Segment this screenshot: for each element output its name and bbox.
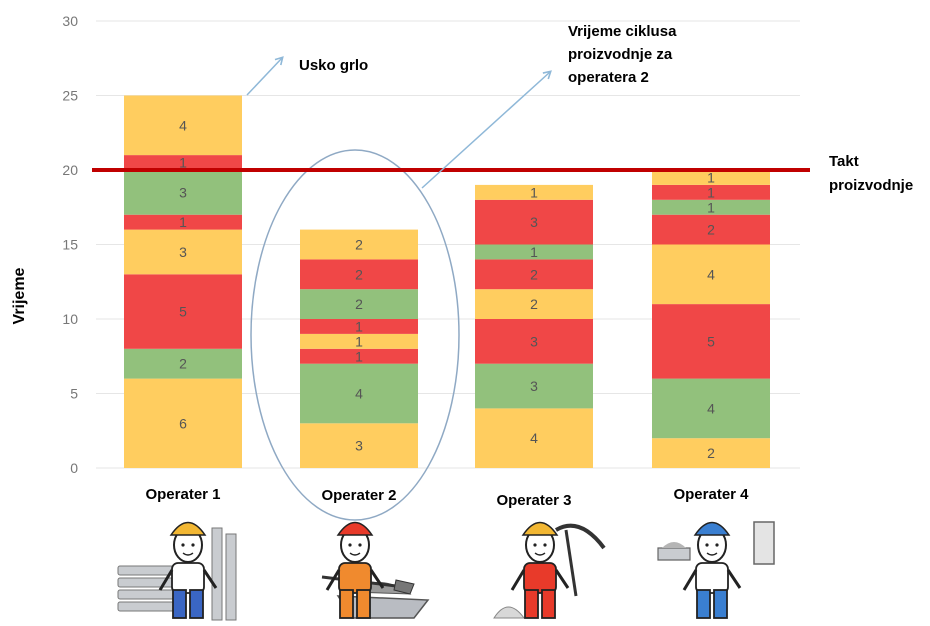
bar-segment — [652, 214, 770, 245]
bar-segment — [300, 333, 418, 349]
segment-value-label: 3 — [530, 214, 538, 230]
bar-segment — [300, 289, 418, 319]
segment-value-label: 1 — [707, 169, 715, 185]
segment-value-label: 3 — [179, 184, 187, 200]
y-axis-label: Vrijeme — [11, 267, 28, 324]
bar-segment — [475, 199, 593, 245]
operator-2-highlight — [250, 149, 460, 521]
segment-value-label: 1 — [355, 318, 363, 334]
cycle-time-label: operatera 2 — [568, 69, 649, 86]
bar-segment — [300, 423, 418, 468]
segment-value-label: 6 — [179, 415, 187, 431]
annotations: Usko grlo Vrijeme ciklusa proizvodnje za op… — [246, 23, 677, 189]
segment-value-label: 2 — [355, 296, 363, 312]
category-label: Operater 4 — [673, 486, 749, 503]
y-tick-label: 30 — [62, 13, 78, 29]
bar-segment — [475, 184, 593, 200]
worker-plastering-icon — [657, 521, 775, 619]
segment-value-label: 2 — [355, 266, 363, 282]
category-label: Operater 2 — [321, 487, 396, 504]
segment-value-label: 2 — [355, 237, 363, 253]
segment-value-label: 1 — [179, 214, 187, 230]
bar-segment — [124, 274, 242, 349]
segment-value-label: 4 — [530, 430, 538, 446]
segment-value-label: 2 — [179, 356, 187, 372]
segment-value-label: 5 — [707, 333, 715, 349]
segment-value-label: 1 — [179, 155, 187, 171]
bar-segment — [652, 378, 770, 439]
worker-steel-beams-icon — [117, 521, 237, 621]
bar-segment — [475, 319, 593, 364]
cycle-time-arrow — [421, 70, 552, 189]
segment-value-label: 2 — [707, 222, 715, 238]
bar-segment — [124, 378, 242, 468]
segment-value-label: 1 — [530, 244, 538, 260]
segment-value-label: 4 — [707, 400, 715, 416]
bar-segment — [475, 363, 593, 409]
x-axis-categories: Operater 1 Operater 2 Operater 3 Operater 4 — [145, 486, 749, 509]
takt-time: Takt proizvodnje — [92, 153, 913, 194]
bar-segment — [300, 319, 418, 334]
segment-value-label: 5 — [179, 304, 187, 320]
bottleneck-label: Usko grlo — [299, 57, 368, 74]
bar-segment — [124, 170, 242, 215]
bar-segment — [475, 244, 593, 260]
takt-label: Takt — [829, 153, 859, 170]
segment-value-label: 1 — [530, 184, 538, 200]
y-axis: 0 5 10 15 20 25 30 — [62, 13, 78, 476]
bar-segment — [652, 244, 770, 305]
takt-label: proizvodnje — [829, 177, 913, 194]
bar-segment — [124, 95, 242, 156]
y-tick-label: 20 — [62, 162, 78, 178]
bar-segment — [475, 259, 593, 290]
bar-segment — [652, 199, 770, 215]
bar-segment — [124, 348, 242, 379]
segment-value-label: 4 — [355, 386, 363, 402]
highlight-ellipse — [250, 149, 460, 521]
bar-segment — [652, 170, 770, 185]
bar-segment — [652, 438, 770, 468]
category-label: Operater 1 — [145, 486, 220, 503]
segment-value-label: 4 — [179, 117, 187, 133]
segment-value-label: 3 — [179, 244, 187, 260]
y-tick-label: 25 — [62, 88, 78, 104]
segment-value-label: 1 — [355, 348, 363, 364]
segment-value-label: 3 — [530, 378, 538, 394]
segment-value-label: 1 — [707, 199, 715, 215]
bar-segment — [300, 259, 418, 290]
y-tick-label: 0 — [70, 460, 78, 476]
worker-shoveling-icon — [321, 521, 430, 619]
bar-segment — [124, 214, 242, 230]
segment-value-label: 4 — [707, 266, 715, 282]
segment-value-label: 3 — [530, 333, 538, 349]
segment-value-label: 2 — [530, 266, 538, 282]
bottleneck-arrow — [246, 56, 284, 96]
bar-segment — [124, 155, 242, 170]
segment-value-label: 1 — [355, 333, 363, 349]
bar-segment — [300, 348, 418, 364]
category-label: Operater 3 — [496, 492, 571, 509]
bar-segment — [475, 289, 593, 319]
bar-segment — [124, 229, 242, 275]
bar-segment — [475, 408, 593, 468]
cycle-time-label: proizvodnje za — [568, 46, 673, 63]
segment-value-label: 3 — [355, 438, 363, 454]
worker-pickaxe-icon — [493, 521, 606, 619]
y-tick-label: 15 — [62, 237, 78, 253]
segment-value-label: 2 — [707, 445, 715, 461]
y-tick-label: 10 — [62, 311, 78, 327]
worker-illustrations — [117, 521, 775, 621]
bar-segment — [652, 184, 770, 200]
bar-segment — [300, 363, 418, 424]
y-tick-label: 5 — [70, 386, 78, 402]
cycle-time-label: Vrijeme ciklusa — [568, 23, 677, 40]
bar-segment — [300, 229, 418, 260]
segment-value-label: 2 — [530, 296, 538, 312]
bar-segment — [652, 304, 770, 379]
segment-value-label: 1 — [707, 184, 715, 200]
